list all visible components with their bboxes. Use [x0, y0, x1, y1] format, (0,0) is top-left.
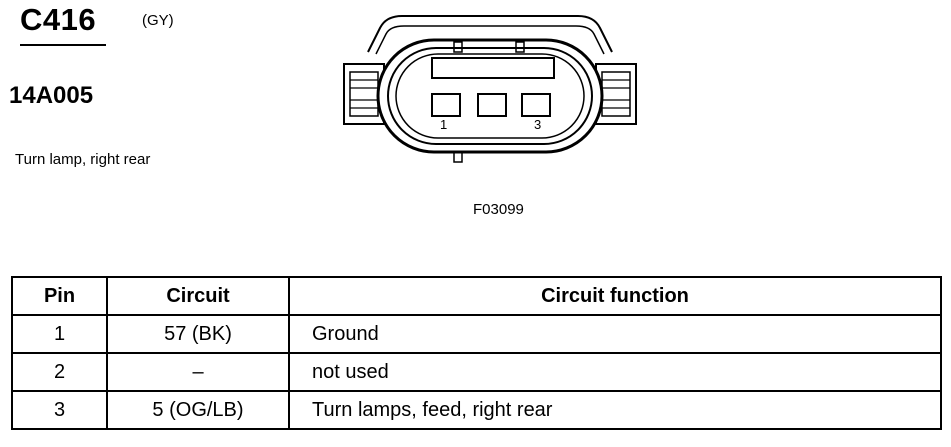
pin-table: Pin Circuit Circuit function 1 57 (BK) G… — [11, 276, 942, 430]
terminal-cavity-1 — [431, 93, 461, 117]
connector-id: C416 — [20, 2, 97, 37]
cell-circuit: 5 (OG/LB) — [106, 390, 290, 430]
pin-label-1: 1 — [440, 117, 447, 132]
figure-id: F03099 — [473, 201, 524, 218]
cell-function: Turn lamps, feed, right rear — [288, 390, 942, 430]
terminal-cavity-2 — [477, 93, 507, 117]
cell-pin: 3 — [11, 390, 108, 430]
cell-circuit: – — [106, 352, 290, 392]
connector-shell — [367, 15, 613, 163]
connector-id-underline — [20, 44, 106, 46]
cell-pin: 1 — [11, 314, 108, 354]
cell-function: Ground — [288, 314, 942, 354]
upper-slot — [431, 57, 555, 79]
part-number: 14A005 — [9, 82, 94, 109]
cell-circuit: 57 (BK) — [106, 314, 290, 354]
pin-label-3: 3 — [534, 117, 541, 132]
right-locking-tab — [595, 63, 637, 125]
header-circuit-function: Circuit function — [288, 276, 942, 316]
table-row: 1 57 (BK) Ground — [11, 314, 942, 354]
table-row: 3 5 (OG/LB) Turn lamps, feed, right rear — [11, 390, 942, 430]
connector-face-diagram: 1 3 — [343, 15, 637, 163]
table-row: 2 – not used — [11, 352, 942, 392]
cell-function: not used — [288, 352, 942, 392]
header-circuit: Circuit — [106, 276, 290, 316]
terminal-cavity-3 — [521, 93, 551, 117]
table-header-row: Pin Circuit Circuit function — [11, 276, 942, 316]
connector-description: Turn lamp, right rear — [15, 151, 151, 168]
connector-color-code: (GY) — [142, 12, 174, 29]
cell-pin: 2 — [11, 352, 108, 392]
header-pin: Pin — [11, 276, 108, 316]
